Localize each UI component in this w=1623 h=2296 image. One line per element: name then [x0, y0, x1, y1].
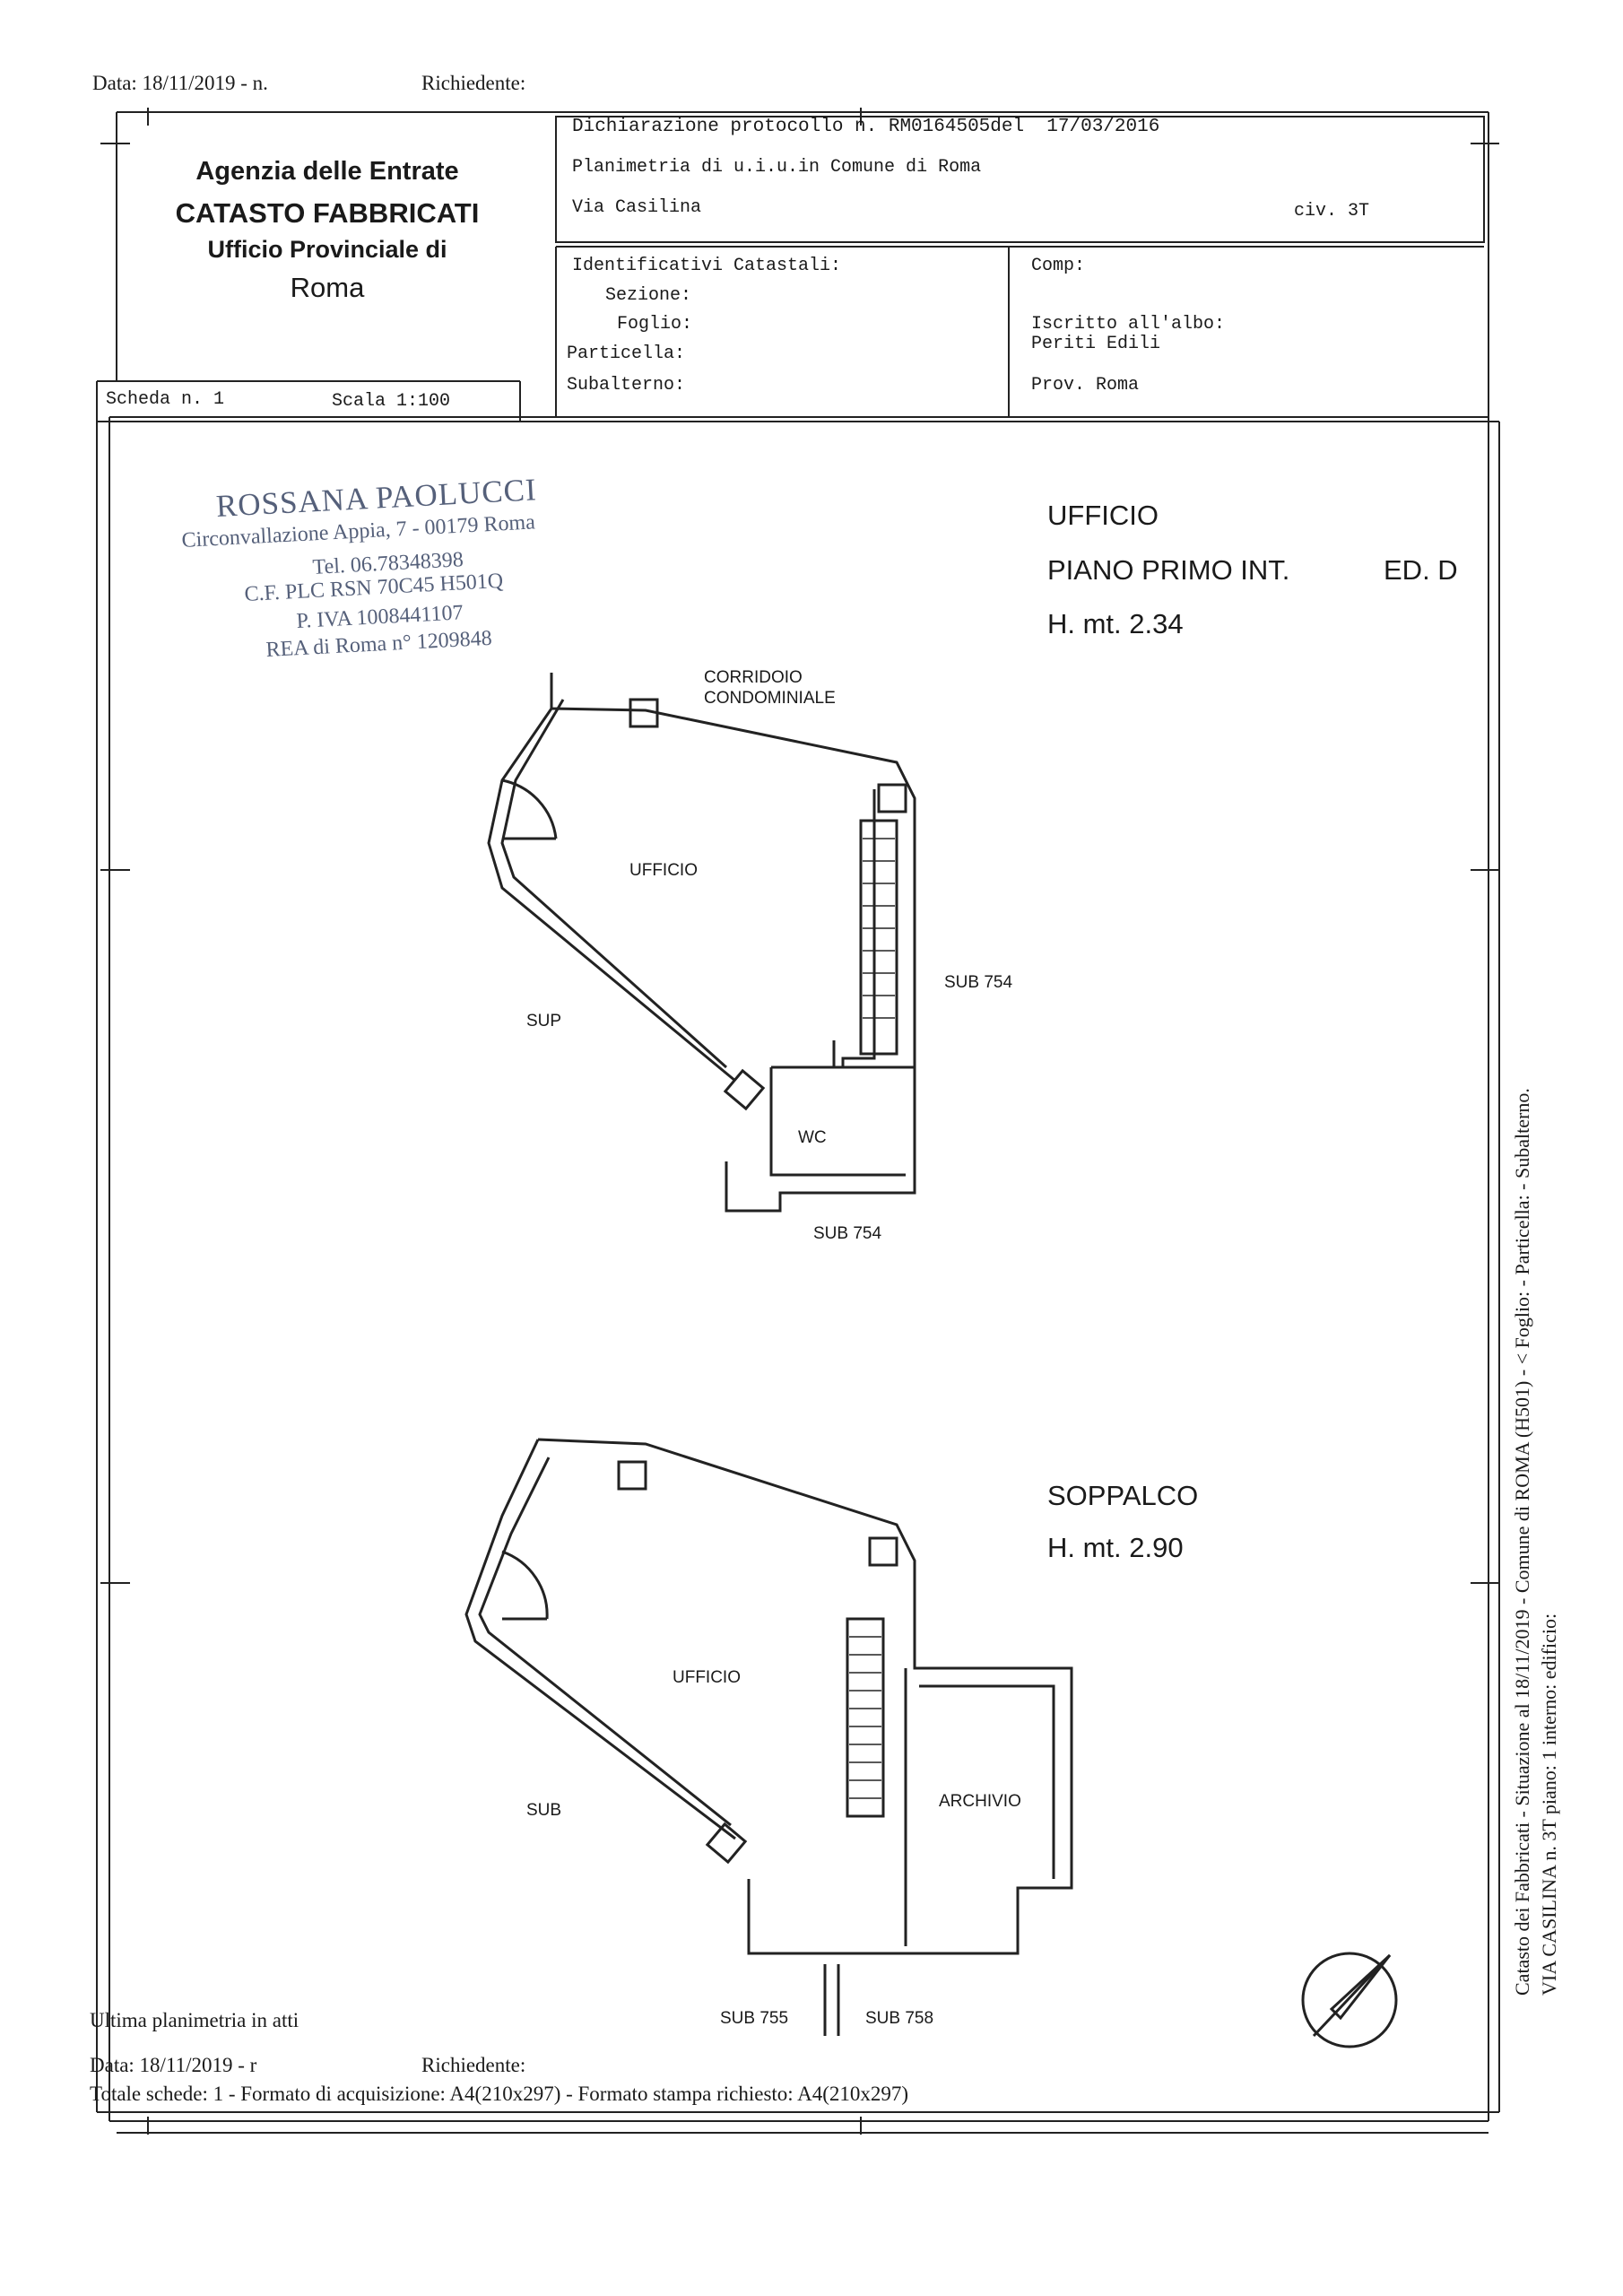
plan2-sub-left: SUB: [526, 1801, 562, 1820]
protocol-planimetria: Planimetria di u.i.u.in Comune di Roma: [572, 157, 982, 178]
plan2-room: UFFICIO: [673, 1668, 741, 1687]
ufficio-provinciale: Ufficio Provinciale di: [207, 236, 447, 263]
plan1-building: ED. D: [1384, 554, 1458, 586]
plan2-sub758: SUB 758: [865, 2009, 934, 2028]
plan1-sub-bottom: SUB 754: [813, 1224, 882, 1243]
compilatore-label: Comp:: [1031, 256, 1086, 276]
header-richiedente: Richiedente:: [421, 72, 526, 94]
footer-richiedente: Richiedente:: [421, 2054, 526, 2076]
plan1-corridor2: CONDOMINIALE: [704, 689, 836, 708]
catasto-title: CATASTO FABBRICATI: [175, 197, 480, 229]
plan1-wc: WC: [798, 1128, 827, 1147]
compilatore-iscritto: Iscritto all'albo:: [1031, 314, 1226, 335]
plan1-room: UFFICIO: [629, 861, 698, 880]
id-particella: Particella:: [567, 344, 686, 364]
plan2-archivio: ARCHIVIO: [939, 1792, 1021, 1811]
footer-data: Data: 18/11/2019 - r: [90, 2054, 257, 2076]
plan1-height: H. mt. 2.34: [1047, 608, 1184, 639]
id-foglio: Foglio:: [617, 314, 693, 335]
agency-name: Agenzia delle Entrate: [195, 157, 459, 186]
plan2-title: SOPPALCO: [1047, 1480, 1199, 1511]
plan1-floor: PIANO PRIMO INT.: [1047, 554, 1290, 586]
id-sezione: Sezione:: [605, 285, 692, 306]
identificativi-title: Identificativi Catastali:: [572, 256, 842, 276]
plan1-sup: SUP: [526, 1012, 562, 1031]
plan2-sub755: SUB 755: [720, 2009, 789, 2028]
plan2-height: H. mt. 2.90: [1047, 1532, 1184, 1563]
footer-ultima: Ultima planimetria in atti: [90, 2009, 299, 2031]
scheda-scala: Scala 1:100: [332, 391, 451, 412]
protocol-civico: civ. 3T: [1294, 201, 1370, 222]
protocol-via: Via Casilina: [572, 197, 702, 218]
footer-totale: Totale schede: 1 - Formato di acquisizio…: [90, 2083, 909, 2105]
plan1-title: UFFICIO: [1047, 500, 1159, 531]
plan1-sub-right: SUB 754: [944, 973, 1013, 992]
compilatore-prov: Prov. Roma: [1031, 375, 1140, 396]
scheda-numero: Scheda n. 1: [106, 389, 225, 410]
side-line1: Catasto dei Fabbricati - Situazione al 1…: [1511, 1088, 1533, 1996]
plan1-corridor1: CORRIDOIO: [704, 668, 803, 687]
header-data-line: Data: 18/11/2019 - n.: [92, 72, 268, 94]
side-line2: VIA CASILINA n. 3T piano: 1 interno: edi…: [1538, 1613, 1560, 1996]
north-arrow-icon: [1301, 1952, 1398, 2048]
id-subalterno: Subalterno:: [567, 375, 686, 396]
protocol-dichiarazione: Dichiarazione protocollo n. RM0164505del…: [572, 117, 1160, 137]
ufficio-city: Roma: [290, 272, 365, 303]
compilatore-albo: Periti Edili: [1031, 334, 1161, 354]
